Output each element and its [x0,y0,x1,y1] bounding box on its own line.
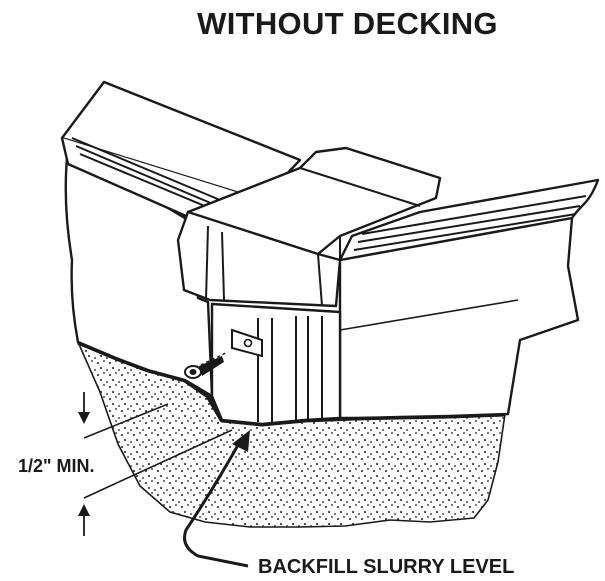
upright-post [210,302,342,426]
min-clearance-label: 1/2" MIN. [18,456,95,476]
backfill-leader: BACKFILL SLURRY LEVEL [183,430,514,578]
right-wall-section [338,178,600,420]
backfill-slurry-label: BACKFILL SLURRY LEVEL [258,556,514,578]
diagram-title: WITHOUT DECKING [197,6,498,41]
mounting-bracket [231,328,263,358]
screw-icon [184,351,229,379]
min-depth-dimension: 1/2" MIN. [18,392,233,536]
top-seat-cap [176,146,442,308]
